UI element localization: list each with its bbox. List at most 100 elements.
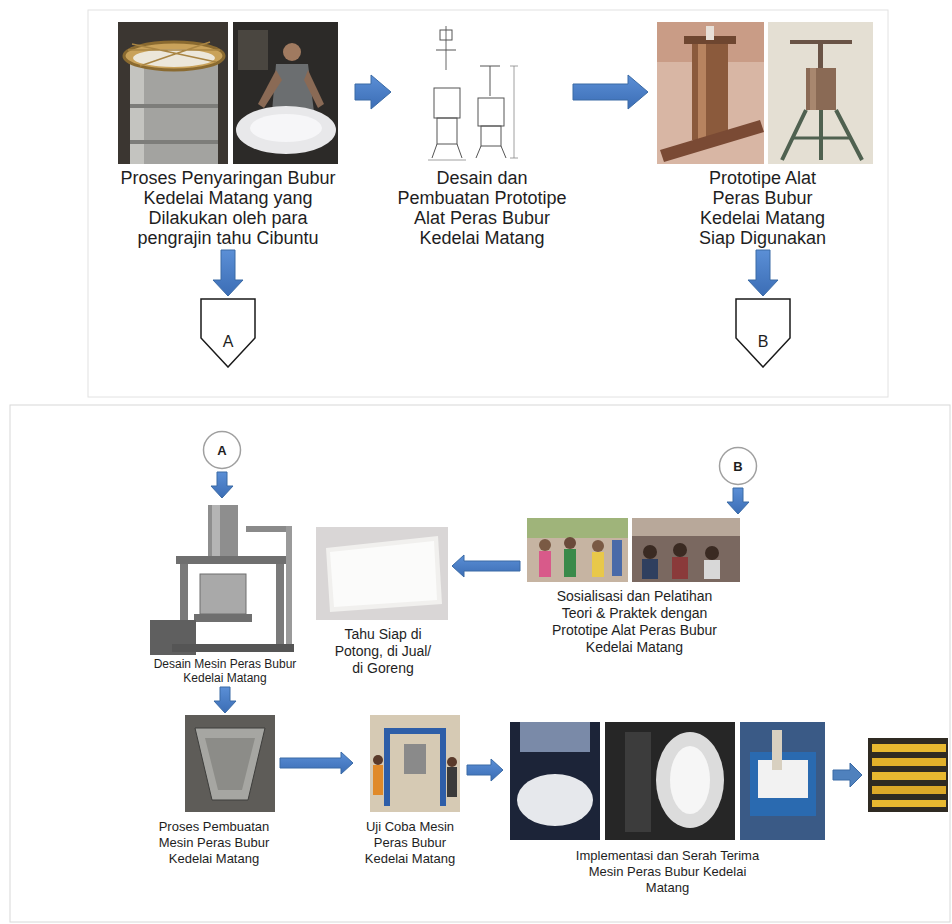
step-caption: Implementasi dan Serah Terima Mesin Pera… (570, 848, 765, 896)
step-caption: Sosialisasi dan Pelatihan Teori & Prakte… (546, 588, 724, 656)
photo-implementation-1 (510, 722, 600, 840)
photo-bucket-sieve (118, 22, 228, 164)
photo-machine-trial (440, 728, 446, 806)
process-step: Sosialisasi dan Pelatihan Teori & Prakte… (522, 516, 747, 656)
technical-drawing (481, 126, 501, 146)
photo-finished-tofu (330, 541, 437, 607)
photo-machine-trial (384, 728, 390, 806)
machine-drawing (212, 505, 220, 557)
photo-cloth-filtering (304, 70, 324, 108)
photo-training-1 (592, 552, 604, 577)
machine-drawing (246, 526, 290, 532)
bottom-panel (10, 405, 950, 922)
pentagon-outline (736, 299, 790, 367)
photo-implementation-2 (625, 732, 651, 832)
block-arrow (213, 250, 243, 296)
machine-drawing (176, 556, 288, 564)
technical-drawing (510, 158, 518, 159)
process-step: Prototipe Alat Peras Bubur Kedelai Matan… (650, 20, 875, 248)
photo-bucket-sieve (128, 42, 220, 66)
photo-machine-fabrication (195, 728, 265, 800)
photo-prototype-tripod (782, 110, 862, 160)
photo-training-1 (527, 518, 628, 538)
photo-implementation-2 (605, 722, 735, 840)
block-arrow (573, 75, 648, 109)
photo-cloth-filtering (236, 106, 336, 154)
circle-outline (720, 448, 757, 485)
photo-bucket-sieve (130, 58, 144, 164)
photo-machine-trial (447, 757, 457, 767)
photo-training-2 (672, 557, 688, 579)
technical-drawing (432, 144, 437, 158)
top-panel (88, 10, 888, 397)
photo-training-1 (564, 537, 576, 549)
machine-drawing (172, 644, 294, 652)
offpage-connector: A (200, 298, 256, 368)
step-caption: Prototipe Alat Peras Bubur Kedelai Matan… (692, 168, 834, 248)
process-step: Desain dan Pembuatan Prototipe Alat Pera… (393, 20, 571, 248)
photo-prototype-closeup (706, 26, 714, 40)
photo-machine-trial (370, 715, 460, 812)
process-step: Tahu Siap di Potong, di Jual/ di Goreng (316, 522, 450, 677)
connector-letter: B (735, 333, 791, 351)
photo-implementation-2 (670, 746, 710, 814)
photo-prototype-tripod (768, 22, 873, 164)
photo-training-1 (564, 549, 576, 577)
technical-drawing (501, 146, 506, 158)
block-arrow (727, 488, 749, 514)
connector-letter: A (217, 443, 226, 458)
technical-drawing (428, 160, 466, 161)
block-arrow (833, 763, 862, 787)
technical-drawing (478, 98, 504, 126)
photo-machine-fabrication (205, 738, 255, 790)
photo-finished-tofu (326, 536, 442, 612)
photo-finished-tofu (316, 527, 448, 620)
step-caption: Proses Pembuatan Mesin Peras Bubur Kedel… (150, 819, 278, 867)
technical-drawing (430, 22, 522, 164)
photo-implementation-3 (772, 730, 782, 770)
onpage-connector: A (202, 430, 242, 470)
photo-training-2 (632, 518, 740, 582)
photo-training-2 (632, 518, 740, 582)
pentagon-outline (201, 299, 255, 367)
photo-tofu-skin (872, 758, 946, 766)
technical-drawing (457, 144, 462, 158)
technical-drawing (437, 118, 457, 144)
process-step: Uji Coba Mesin Peras Bubur Kedelai Matan… (355, 715, 465, 867)
photo-tofu-skin (868, 738, 948, 812)
technical-drawing (446, 26, 447, 70)
photo-prototype-tripod (768, 22, 873, 164)
photo-cloth-filtering (233, 22, 338, 164)
technical-drawing (510, 66, 518, 67)
photo-prototype-closeup (657, 22, 764, 164)
photo-machine-fabrication (185, 715, 275, 812)
photo-training-1 (612, 540, 622, 576)
photo-machine-trial (373, 755, 383, 765)
photo-implementation-1 (510, 722, 600, 840)
block-arrow (280, 752, 353, 774)
photo-bucket-sieve (124, 42, 224, 70)
photo-prototype-closeup (692, 40, 728, 140)
machine-drawing (208, 505, 238, 557)
photo-prototype-tripod (806, 68, 836, 110)
photo-tofu-skin (872, 800, 946, 807)
block-arrow (355, 75, 391, 109)
photo-prototype-tripod (818, 40, 823, 70)
photo-machine-trial (447, 767, 457, 797)
photo-machine-fabrication (185, 715, 275, 812)
photo-cloth-filtering (258, 70, 282, 108)
photo-bucket-sieve (130, 58, 218, 164)
photo-prototype-tripod (810, 68, 816, 110)
technical-drawing (490, 66, 491, 96)
technical-drawing (428, 22, 522, 164)
photo-prototype-closeup (698, 40, 706, 140)
photo-implementation-3 (750, 752, 816, 816)
photo-training-2 (673, 543, 687, 557)
photo-prototype-closeup (657, 22, 764, 164)
block-arrow (214, 687, 236, 713)
photo-training-2 (705, 546, 719, 560)
process-step: Proses Penyaringan Bubur Kedelai Matang … (103, 20, 353, 248)
step-caption: Tahu Siap di Potong, di Jual/ di Goreng (331, 626, 435, 677)
